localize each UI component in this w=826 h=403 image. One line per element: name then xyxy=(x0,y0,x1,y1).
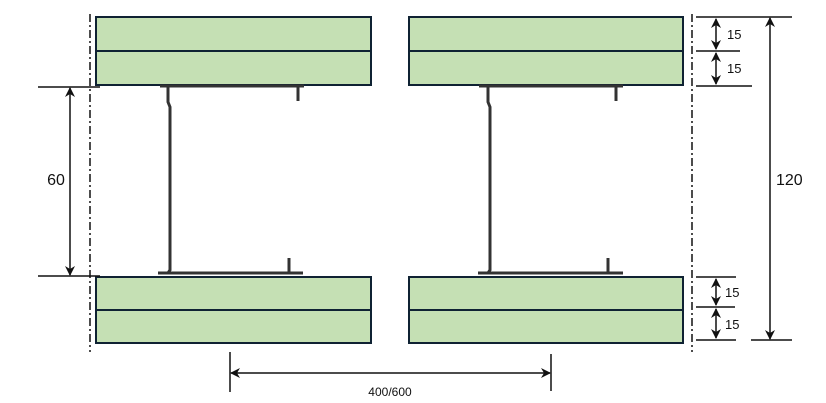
stud-depth-label: 60 xyxy=(47,172,65,189)
dimension-stud-spacing: 400/600 xyxy=(229,352,552,399)
board-layers xyxy=(95,16,684,344)
board-bottom-inner-right xyxy=(408,276,684,311)
total-thickness-label: 120 xyxy=(776,172,803,189)
stud-spacing-label: 400/600 xyxy=(368,385,412,399)
board-top-inner-right xyxy=(408,50,684,86)
stud-right xyxy=(478,84,623,275)
layer-label: 15 xyxy=(727,27,741,42)
board-bottom-outer-right xyxy=(408,309,684,344)
layer-label: 15 xyxy=(725,317,739,332)
stud-left xyxy=(158,84,304,275)
dimension-board-layers: 15 15 15 15 xyxy=(696,16,752,341)
board-top-outer-left xyxy=(95,16,372,52)
dimension-total-thickness: 120 xyxy=(751,16,803,341)
layer-label: 15 xyxy=(725,285,739,300)
dimension-stud-depth: 60 xyxy=(38,86,100,277)
board-top-outer-right xyxy=(408,16,684,52)
board-bottom-inner-left xyxy=(95,276,372,311)
layer-label: 15 xyxy=(727,61,741,76)
board-bottom-outer-left xyxy=(95,309,372,344)
board-top-inner-left xyxy=(95,50,372,86)
